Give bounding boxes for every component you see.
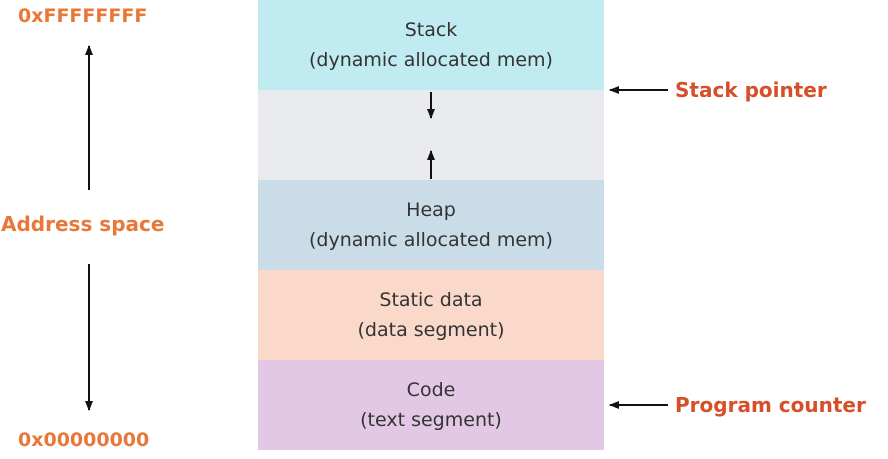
segment-heap: Heap (dynamic allocated mem) — [258, 180, 604, 270]
segment-static-subtitle: (data segment) — [357, 319, 505, 341]
segment-stack-title: Stack — [404, 19, 458, 41]
program-counter-label: Program counter — [675, 393, 866, 417]
stack-pointer-label: Stack pointer — [675, 78, 827, 102]
segment-code-title: Code — [406, 379, 456, 401]
segment-stack-subtitle: (dynamic allocated mem) — [309, 49, 553, 71]
segment-stack: Stack (dynamic allocated mem) — [258, 0, 604, 90]
address-top-label: 0xFFFFFFFF — [18, 5, 148, 27]
address-bottom-label: 0x00000000 — [18, 429, 150, 451]
segment-heap-title: Heap — [406, 199, 456, 221]
address-space-label: Address space — [1, 212, 165, 236]
segment-static-data: Static data (data segment) — [258, 270, 604, 360]
segment-static-title: Static data — [379, 289, 483, 311]
segment-code-subtitle: (text segment) — [360, 409, 502, 431]
segment-code: Code (text segment) — [258, 360, 604, 450]
segment-heap-subtitle: (dynamic allocated mem) — [309, 229, 553, 251]
segment-free-space — [258, 90, 604, 180]
